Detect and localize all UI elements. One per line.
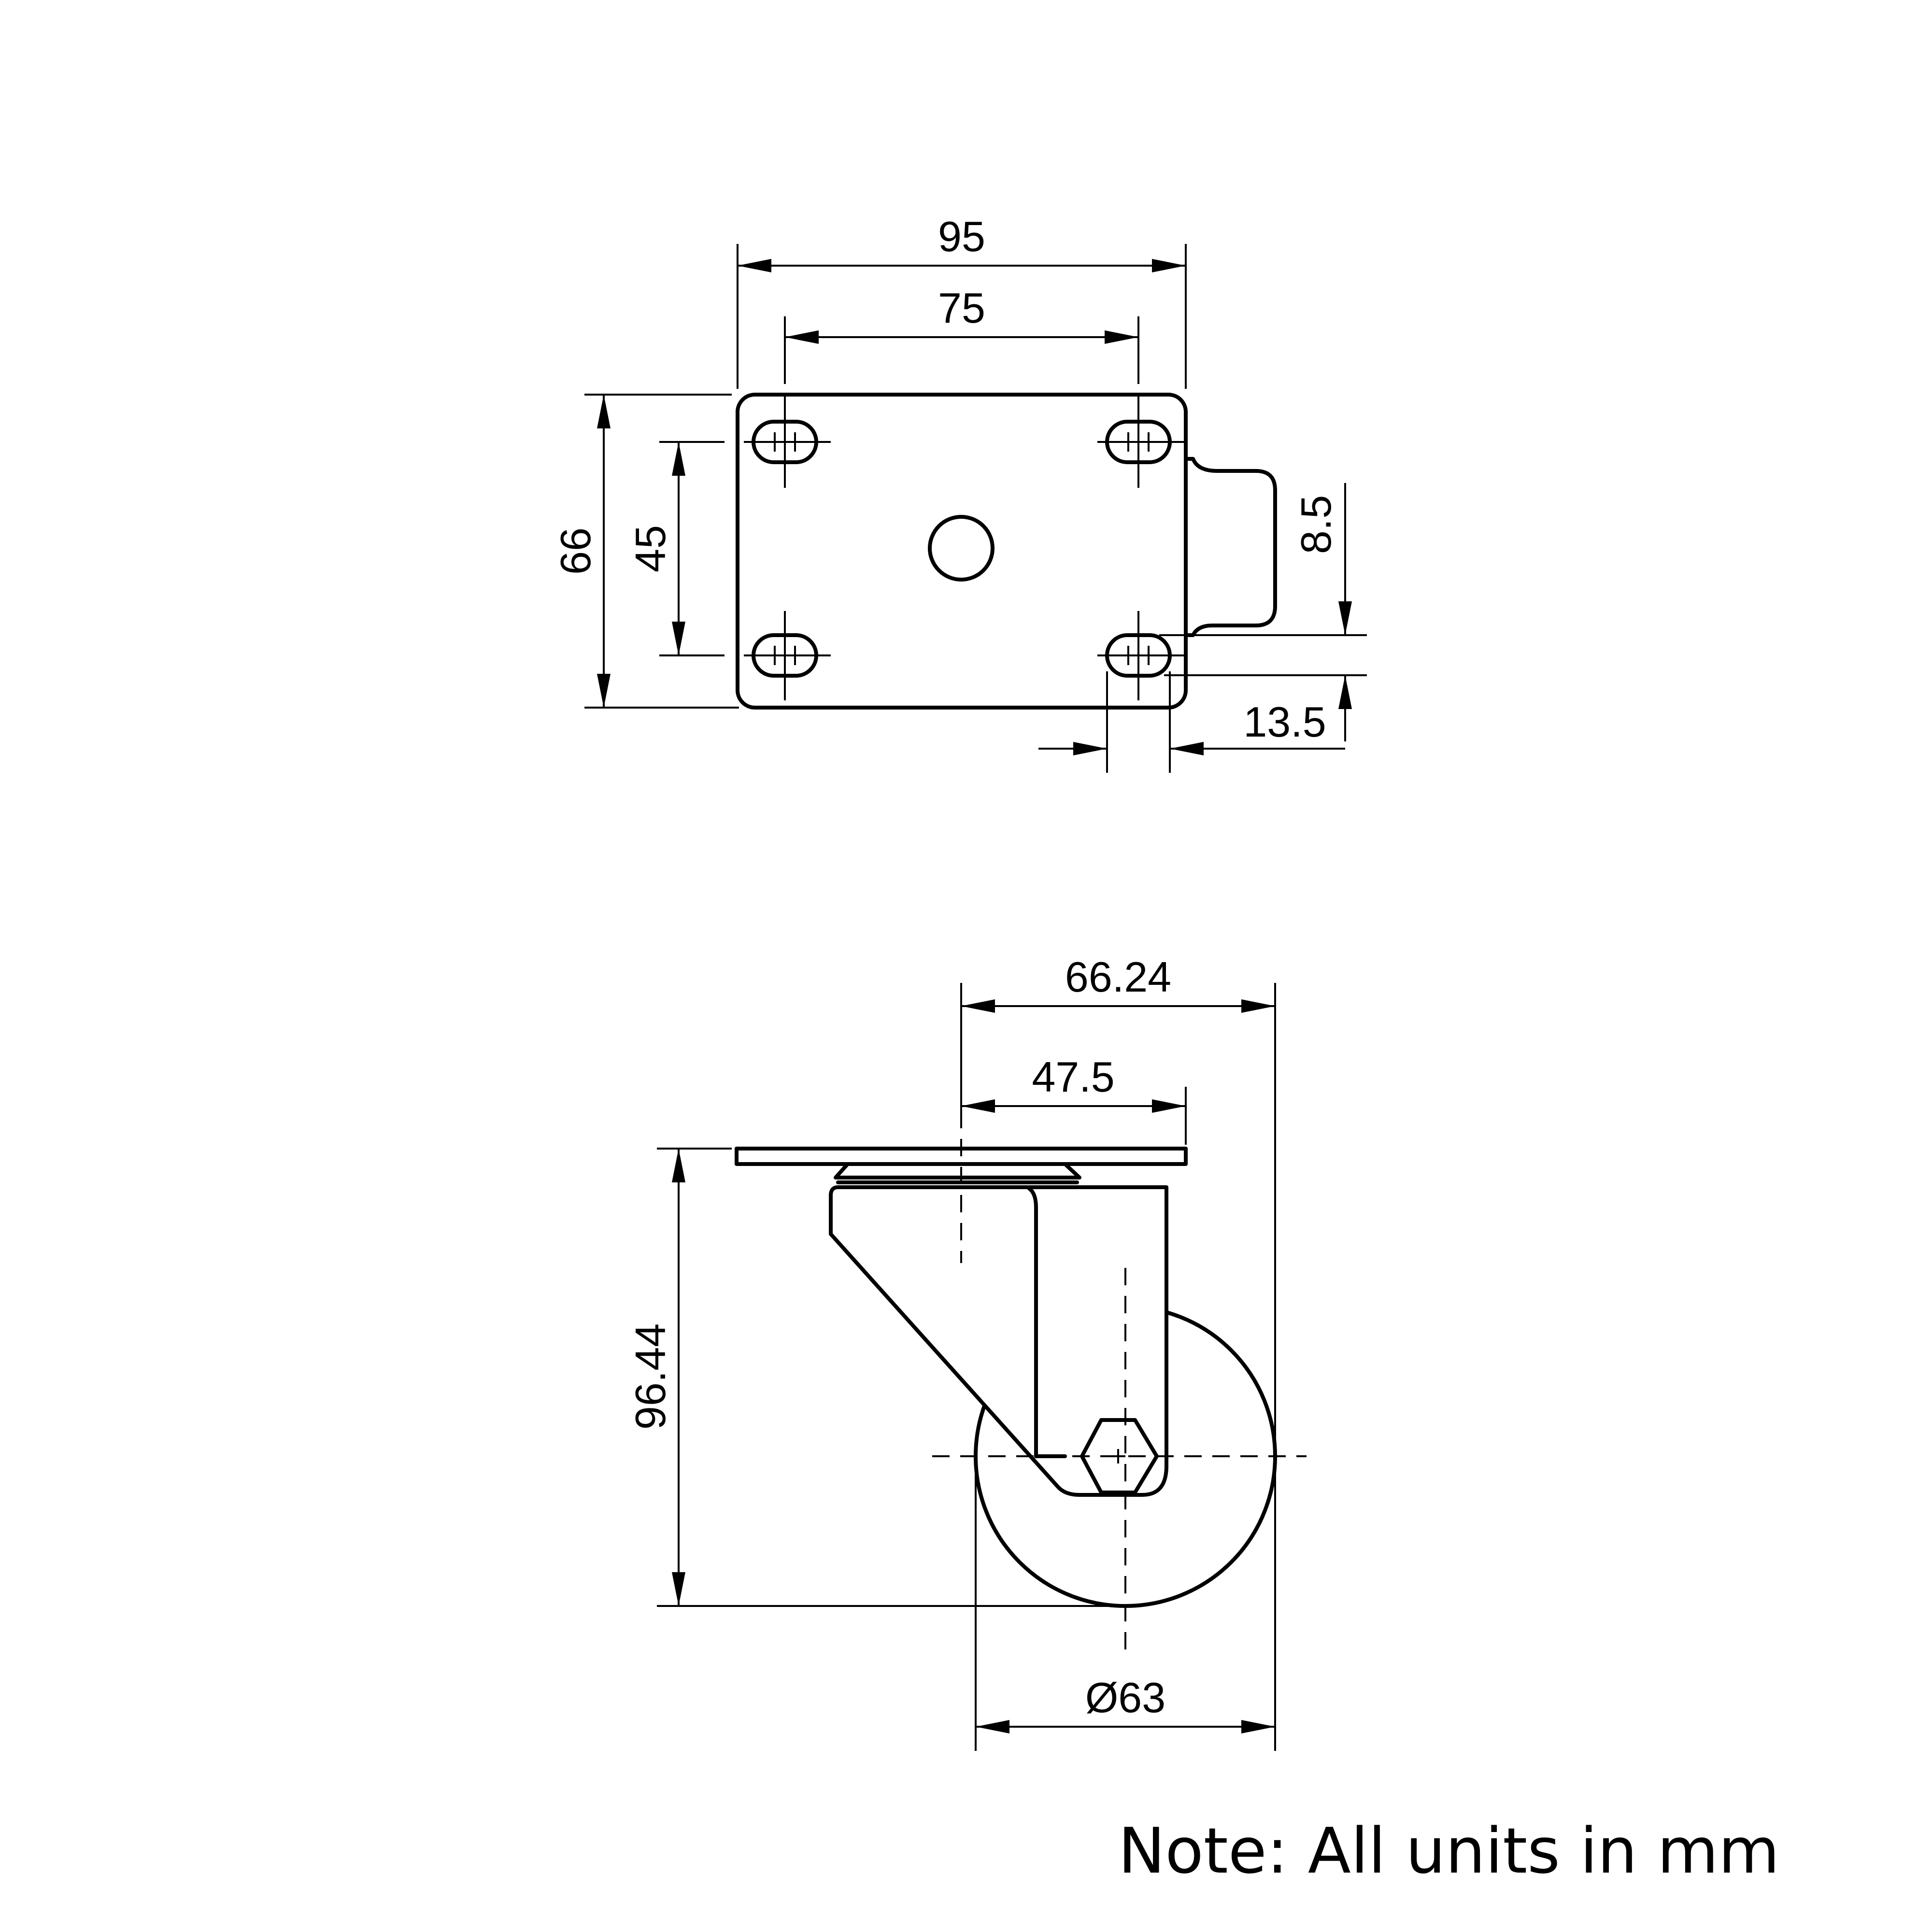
mounting-slot-top-right bbox=[1097, 396, 1184, 488]
fork-bracket bbox=[829, 1185, 1168, 1497]
dim-label-8-5: 8.5 bbox=[1292, 495, 1340, 554]
mounting-slot-bottom-left bbox=[744, 611, 831, 700]
dim-label-75: 75 bbox=[938, 284, 985, 332]
side-view: 66.24 47.5 96.44 Ø63 bbox=[626, 953, 1307, 1751]
kingpin-hole bbox=[928, 515, 994, 582]
dim-label-47-5: 47.5 bbox=[1032, 1053, 1114, 1101]
dim-total-height: 96.44 bbox=[626, 1148, 1125, 1607]
top-view: 95 75 66 45 bbox=[552, 213, 1367, 773]
dim-label-96-44: 96.44 bbox=[626, 1323, 674, 1430]
dim-slot-length: 13.5 bbox=[1038, 671, 1345, 773]
dim-label-66-24: 66.24 bbox=[1065, 953, 1171, 1001]
dim-wheel-diameter: Ø63 bbox=[975, 1459, 1275, 1751]
dim-label-diameter-63: Ø63 bbox=[1085, 1674, 1165, 1721]
dim-label-13-5: 13.5 bbox=[1243, 698, 1326, 746]
mounting-slot-bottom-right bbox=[1097, 611, 1184, 700]
swivel-bearing bbox=[834, 1162, 1081, 1179]
mounting-slot-top-left bbox=[744, 396, 831, 488]
units-note: Note: All units in mm bbox=[1118, 1814, 1779, 1888]
dim-hole-spacing-x: 75 bbox=[784, 284, 1139, 384]
dim-label-95: 95 bbox=[938, 213, 985, 260]
dim-brake-offset: 8.5 bbox=[1159, 483, 1367, 741]
mounting-plate-outline bbox=[736, 393, 1188, 710]
dim-offset: 47.5 bbox=[961, 1053, 1187, 1145]
brake-tab bbox=[1184, 457, 1277, 637]
dim-total-width: 66.24 bbox=[960, 953, 1276, 1751]
dim-hole-spacing-y: 45 bbox=[626, 441, 724, 656]
dim-label-66: 66 bbox=[552, 527, 599, 575]
dim-label-45: 45 bbox=[626, 525, 674, 572]
dim-overall-height: 66 bbox=[552, 394, 739, 709]
dim-overall-width: 95 bbox=[737, 213, 1187, 389]
